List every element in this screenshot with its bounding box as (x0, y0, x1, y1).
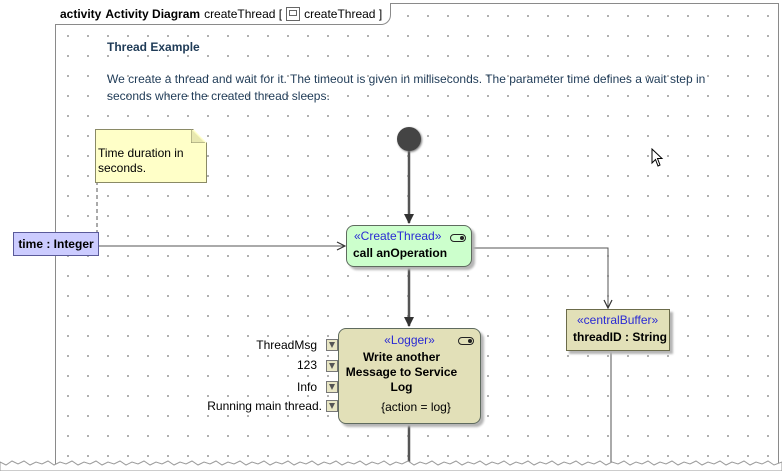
activity-diagram-icon (286, 6, 301, 21)
input-pin-running[interactable] (326, 400, 338, 412)
create-stereotype: «CreateThread» (354, 229, 442, 243)
central-buffer-threadid[interactable]: «centralBuffer» threadID : String (566, 309, 670, 351)
initial-node[interactable] (397, 127, 421, 151)
pin-label-info: Info (296, 380, 317, 394)
frame-header: activity Activity Diagram createThread [… (55, 3, 392, 25)
buffer-stereotype: «centralBuffer» (577, 313, 659, 327)
note-text: Time duration in seconds. (98, 146, 184, 175)
pin-label-123: 123 (296, 358, 317, 372)
logger-tagged-value: {action = log} (381, 400, 451, 414)
documentation-title: Thread Example (107, 40, 200, 54)
parameter-label: time : Integer (18, 237, 94, 251)
input-pin-threadmsg[interactable] (326, 339, 338, 351)
logger-stereotype: «Logger» (384, 333, 435, 347)
buffer-name: threadID : String (573, 330, 668, 344)
frame-diagram-name: createThread [ (204, 6, 283, 21)
call-behavior-rake-icon (450, 234, 466, 242)
parameter-node-time[interactable]: time : Integer (13, 232, 99, 256)
frame-kind: activity (60, 6, 102, 21)
action-logger[interactable]: «Logger» Write another Message to Servic… (338, 328, 481, 424)
documentation-text: We create a thread and wait for it. The … (107, 72, 706, 103)
create-action-name: call anOperation (353, 246, 448, 260)
torn-edge (0, 460, 782, 471)
logger-action-name: Write another Message to Service Log (345, 350, 458, 394)
frame-ref-name: createThread ] (304, 6, 383, 21)
action-create-thread[interactable]: «CreateThread» call anOperation (346, 225, 472, 267)
comment-note[interactable] (95, 129, 207, 183)
object-flow-create-to-buffer[interactable] (472, 247, 608, 308)
call-behavior-rake-icon (458, 337, 474, 345)
note-fold-corner (191, 129, 205, 143)
pin-label-running: Running main thread. (207, 399, 322, 413)
frame-diagram-type: Activity Diagram (105, 6, 201, 21)
input-pin-123[interactable] (326, 360, 338, 372)
pin-label-threadmsg: ThreadMsg (256, 338, 317, 352)
input-pin-info[interactable] (326, 381, 338, 393)
mouse-pointer-icon (651, 148, 664, 167)
